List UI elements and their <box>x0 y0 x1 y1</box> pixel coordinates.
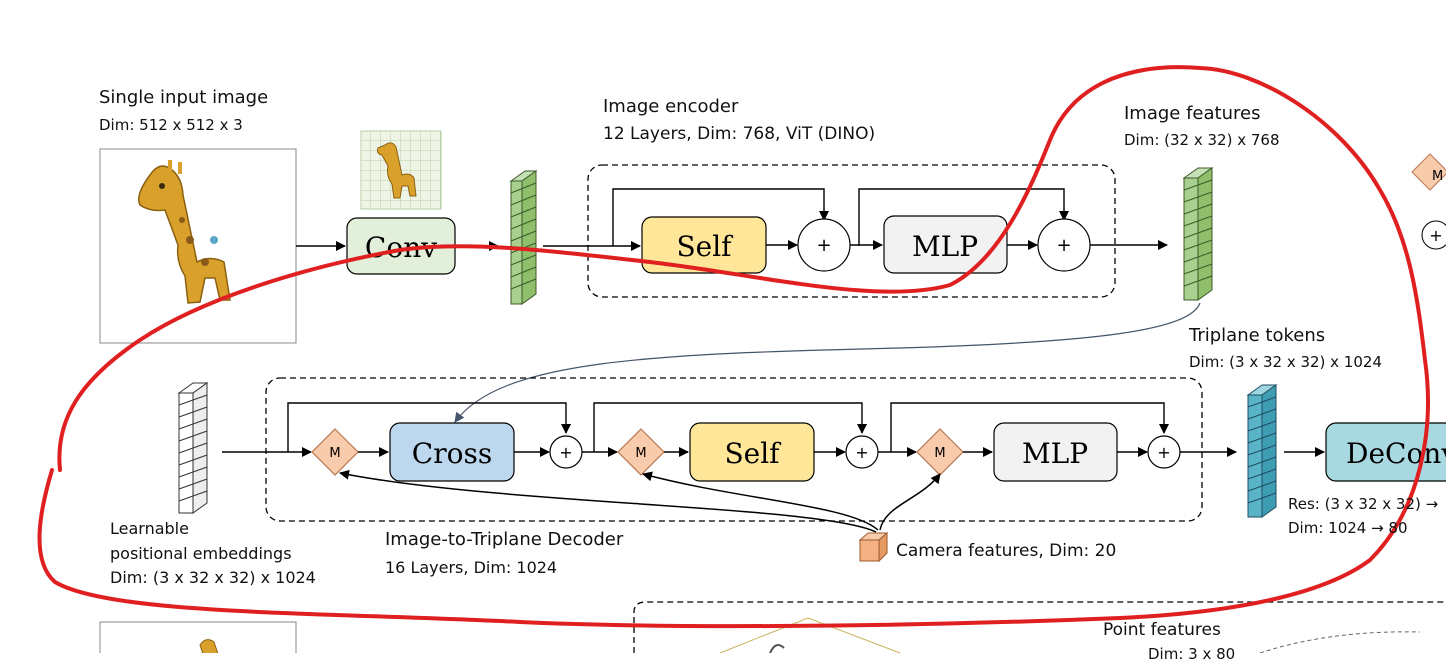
modulation-2 <box>617 428 665 476</box>
encoder-mlp-label: MLP <box>912 230 978 263</box>
input-dim: Dim: 512 x 512 x 3 <box>99 116 243 134</box>
modulation-1 <box>311 428 359 476</box>
camera-to-m3 <box>879 473 941 531</box>
right-add <box>1421 220 1446 250</box>
modulation-2-label: M <box>635 446 646 461</box>
svg-text:+: + <box>1157 443 1170 462</box>
right-m-diamond <box>1411 153 1446 191</box>
deconv-dim: Dim: 1024 → 80 <box>1288 519 1408 537</box>
bottom-input-image <box>99 621 297 663</box>
triplane-dim: Dim: (3 x 32 x 32) x 1024 <box>1189 353 1382 371</box>
deconv-res: Res: (3 x 32 x 32) → <box>1288 495 1439 513</box>
giraffe-image <box>138 160 231 304</box>
right-m-label: M <box>1432 169 1443 184</box>
image-features-title: Image features <box>1124 103 1261 124</box>
camera-label: Camera features, Dim: 20 <box>896 541 1117 561</box>
svg-text:+: + <box>559 443 572 462</box>
renderer-box <box>633 601 1446 653</box>
triplane-title: Triplane tokens <box>1189 325 1326 346</box>
decoder-mlp-label: MLP <box>1022 437 1088 470</box>
cross-label: Cross <box>412 437 492 470</box>
svg-text:+: + <box>1429 226 1442 245</box>
patch-tokens <box>509 170 538 305</box>
learnable-line1: Learnable <box>110 519 189 538</box>
decoder-layer-box <box>265 377 1203 522</box>
image-feature-tokens <box>1182 167 1214 301</box>
point-features-dim: Dim: 3 x 80 <box>1148 645 1236 663</box>
encoder-self-label: Self <box>676 230 734 263</box>
point-features-title: Point features <box>1103 620 1221 640</box>
svg-text:+: + <box>1056 235 1071 256</box>
encoder-layer-box <box>587 164 1116 298</box>
encoder-subtitle: 12 Layers, Dim: 768, ViT (DINO) <box>603 124 876 144</box>
modulation-3-label: M <box>934 446 945 461</box>
learnable-dim: Dim: (3 x 32 x 32) x 1024 <box>110 568 316 587</box>
decoder-title: Image-to-Triplane Decoder <box>385 529 624 550</box>
encoder-title: Image encoder <box>603 96 739 117</box>
render-object <box>769 643 785 654</box>
red-annotation-loop <box>37 65 1430 629</box>
deconv-block <box>1325 422 1446 482</box>
triplane-tokens-column <box>1246 384 1278 518</box>
patchified-image <box>360 130 442 210</box>
decoder-self-label: Self <box>724 437 782 470</box>
positional-embedding-tokens <box>177 382 209 514</box>
image-features-dim: Dim: (32 x 32) x 768 <box>1124 131 1280 149</box>
camera-feature-cube <box>858 531 889 563</box>
ray-curve <box>1259 631 1421 654</box>
decoder-subtitle: 16 Layers, Dim: 1024 <box>385 558 558 577</box>
input-image <box>99 148 297 344</box>
learnable-line2: positional embeddings <box>110 544 292 563</box>
camera-to-m2 <box>642 471 879 531</box>
render-frustum <box>719 617 901 654</box>
svg-text:+: + <box>855 443 868 462</box>
modulation-1-label: M <box>329 446 340 461</box>
camera-to-m1 <box>339 469 877 533</box>
input-title: Single input image <box>99 87 269 108</box>
svg-text:+: + <box>816 235 831 256</box>
deconv-label: DeConv <box>1346 437 1446 470</box>
cross-attention-link <box>454 302 1201 423</box>
